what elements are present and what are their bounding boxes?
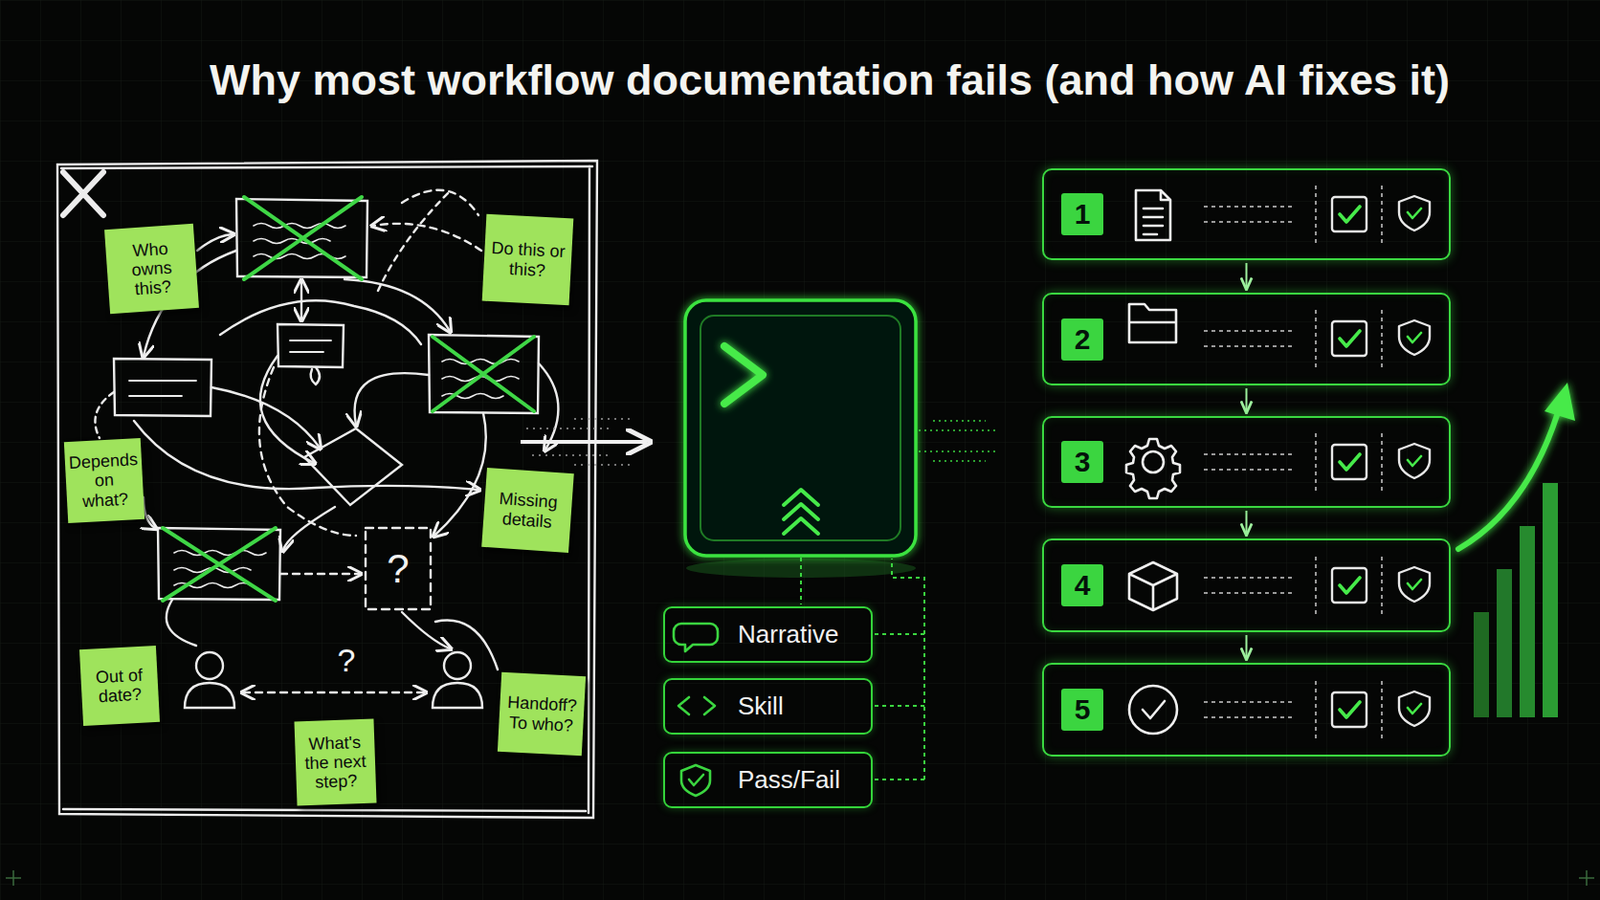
label-text: ?: [337, 642, 356, 680]
sticky-note: Handoff? To who?: [497, 672, 586, 756]
growth-chart: [1458, 382, 1576, 718]
step-connector: [1245, 263, 1248, 290]
step-number: 4: [1061, 564, 1104, 607]
sticky-text: Who owns this?: [110, 237, 194, 301]
label-text: ?: [386, 546, 409, 593]
sticky-note: What's the next step?: [293, 719, 377, 807]
cross-outs: [162, 197, 534, 601]
pill-text: Pass/Fail: [737, 765, 841, 796]
step-placeholders: [1203, 185, 1382, 739]
sticky-text: Handoff? To who?: [503, 692, 580, 735]
input-pill: Skill: [663, 678, 873, 735]
chaos-sketch: [57, 160, 598, 819]
input-arrow: [520, 419, 647, 466]
step-box: 4: [1042, 538, 1451, 633]
step-number: 5: [1061, 688, 1104, 732]
input-pill: Pass/Fail: [663, 752, 873, 809]
diagram-title: Why most workflow documentation fails (a…: [0, 55, 1600, 106]
sticky-note: Who owns this?: [104, 223, 200, 314]
step-box: 5: [1042, 663, 1451, 757]
pill-connectors: [800, 557, 925, 780]
step-number: 1: [1061, 193, 1104, 236]
step-box: 3: [1042, 416, 1451, 509]
sticky-text: Missing details: [488, 488, 569, 534]
step-connector: [1245, 388, 1248, 414]
output-arrow: [918, 421, 1023, 462]
pill-text: Narrative: [737, 620, 839, 650]
sticky-text: Out of date?: [85, 665, 155, 708]
sticky-note: Do this or this?: [482, 214, 575, 307]
question-mark: ?: [365, 528, 431, 610]
sticky-text: Do this or this?: [488, 238, 568, 281]
sticky-note: Out of date?: [79, 645, 160, 727]
ai-terminal: [685, 300, 916, 578]
step-connector: [1245, 511, 1248, 536]
step-checks: [1332, 196, 1430, 728]
question-mark: ?: [322, 639, 371, 682]
sticky-text: What's the next step?: [299, 733, 372, 794]
sticky-note: Depends on what?: [64, 438, 145, 524]
step-box: 2: [1042, 292, 1451, 386]
step-box: 1: [1042, 168, 1451, 261]
input-pill: Narrative: [663, 606, 873, 664]
pill-icons: [673, 623, 718, 797]
step-number: 3: [1061, 441, 1104, 484]
step-connector: [1245, 635, 1248, 661]
corner-marks: [5, 870, 1595, 887]
step-icons: [1126, 190, 1180, 734]
step-number: 2: [1061, 318, 1104, 361]
pill-text: Skill: [737, 691, 784, 722]
sticky-note: Missing details: [481, 467, 575, 554]
sticky-text: Depends on what?: [67, 449, 140, 512]
